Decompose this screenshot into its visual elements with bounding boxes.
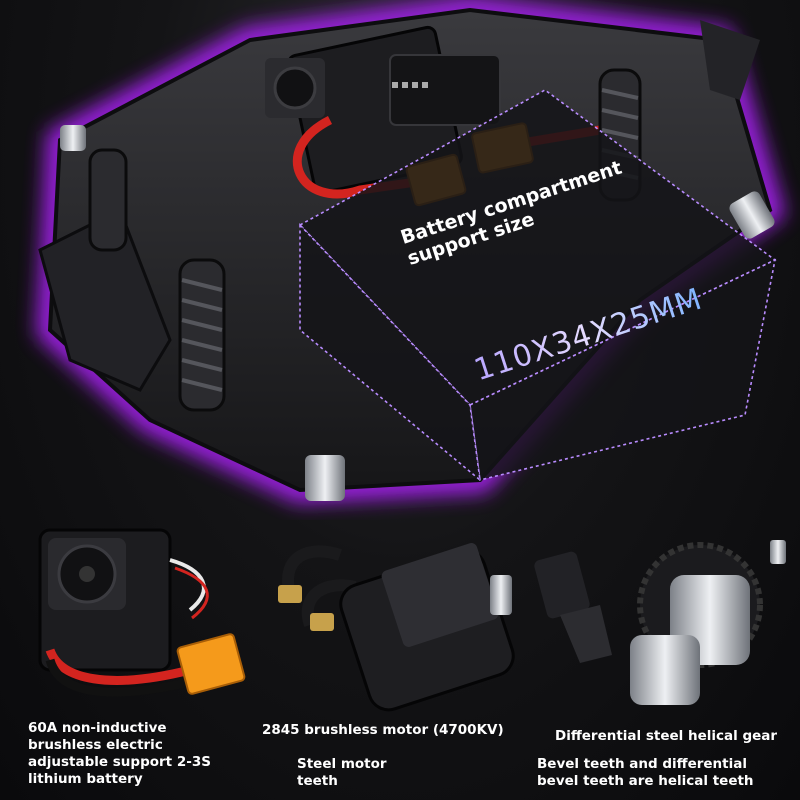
rc-chassis-illustration xyxy=(36,0,786,504)
rear-bumper xyxy=(700,20,760,100)
chrome-axle-end-3 xyxy=(60,125,86,151)
esc-caption: 60A non-inductive brushless electric adj… xyxy=(28,720,211,787)
esc-product xyxy=(38,528,246,697)
power-wire-red xyxy=(292,115,431,199)
shock-absorber-left xyxy=(88,148,128,252)
motor-caption: 2845 brushless motor (4700KV) xyxy=(262,722,504,738)
bullet-connector-icon xyxy=(278,585,302,603)
bullet-connector-icon-2 xyxy=(310,613,334,631)
fan-icon xyxy=(273,66,317,110)
pinion-gear-icon xyxy=(534,551,612,663)
xt60-connector-icon xyxy=(176,633,246,695)
differential-gear-product xyxy=(534,540,786,705)
battery-compartment-outline xyxy=(298,89,777,482)
motor-pinion-icon xyxy=(490,575,512,615)
chrome-axle-end-2 xyxy=(729,191,775,239)
differential-gear-caption: Differential steel helical gear xyxy=(555,728,778,744)
shock-absorber-front xyxy=(178,258,226,412)
chrome-axle-end xyxy=(305,455,345,501)
receiver-box xyxy=(389,54,501,126)
bevel-teeth-caption: Bevel teeth and differential bevel teeth… xyxy=(537,756,754,789)
brushless-motor-product xyxy=(278,543,515,712)
servo-pins xyxy=(392,82,428,88)
motor-teeth-caption: Steel motor teeth xyxy=(297,756,387,789)
differential-gear-icon xyxy=(630,540,786,705)
